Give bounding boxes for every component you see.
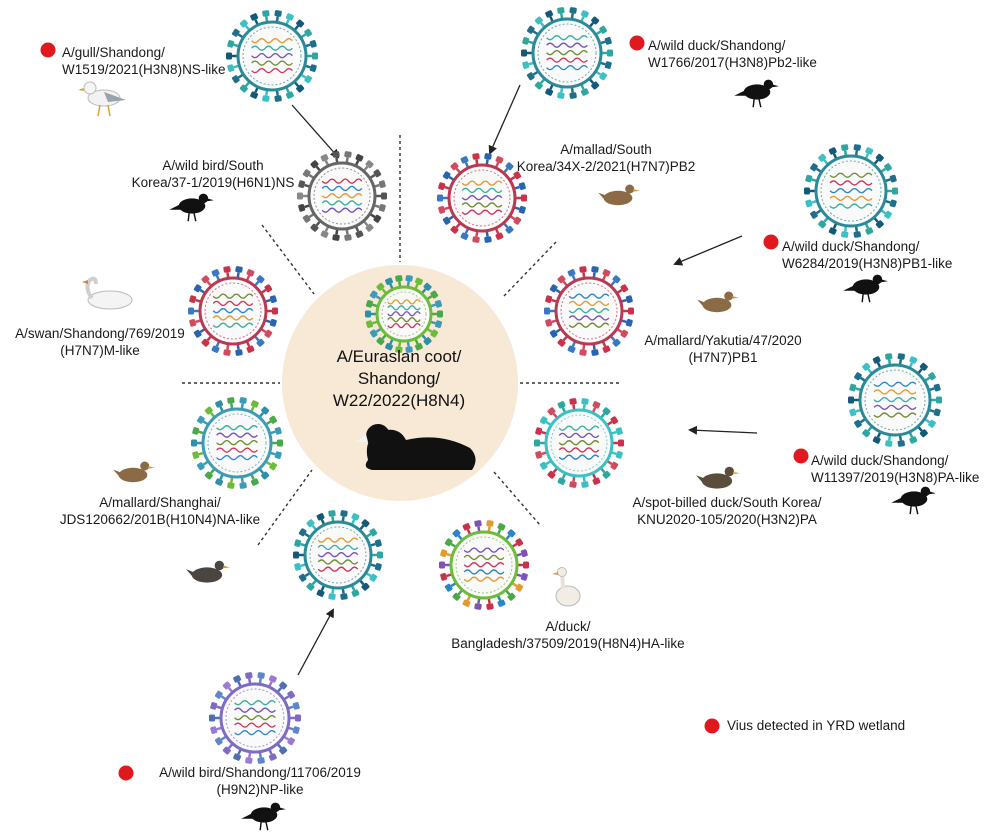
label-line: A/mallad/South: [560, 142, 652, 157]
label-line: A/wild duck/Shandong/: [648, 38, 786, 53]
label-line: W1766/2017(H3N8)Pb2-like: [648, 55, 817, 70]
arrows: [291, 84, 758, 676]
dashed-spokes: [182, 135, 620, 546]
swan-icon: [82, 276, 133, 310]
label-wild-duck-pa: A/wild duck/Shandong/ W11397/2019(H3N8)P…: [811, 452, 979, 486]
label-wild-duck-pb2: A/wild duck/Shandong/ W1766/2017(H3N8)Pb…: [648, 37, 817, 71]
marker-wild-duck-pb1: [763, 234, 779, 250]
virus-wild-bird-np-target: [293, 510, 383, 600]
virus-wild-bird-korea: [297, 151, 387, 241]
eurasian-coot-icon: [356, 424, 476, 470]
virus-wild-duck-pa: [848, 353, 942, 447]
wild-bird-icon-np: [241, 802, 286, 831]
label-line: W1519/2021(H3N8)NS-like: [62, 62, 226, 77]
center-label-line: W22/2022(H8N4): [332, 391, 466, 410]
virus-spot-billed: [534, 398, 624, 488]
marker-wild-duck-pa: [793, 448, 809, 464]
label-line: W11397/2019(H3N8)PA-like: [811, 470, 980, 485]
mallard-duck-icon-shanghai: [113, 461, 155, 483]
label-line: A/spot-billed duck/South Korea/: [632, 495, 822, 510]
arrow-gull: [291, 104, 340, 159]
marker-wild-duck-pb2: [629, 35, 645, 51]
center-label-line: Shandong/: [357, 369, 441, 388]
label-swan: A/swan/Shandong/769/2019 (H7N7)M-like: [0, 325, 200, 359]
label-spot-billed: A/spot-billed duck/South Korea/ KNU2020-…: [612, 494, 842, 528]
virus-mallard-shanghai: [191, 397, 283, 489]
label-line: (H7N7)PB1: [688, 350, 758, 365]
legend-text: Vius detected in YRD wetland: [727, 718, 906, 733]
center-label: A/Euraslan coot/ Shandong/ W22/2022(H8N4…: [318, 346, 480, 412]
center-disc: [282, 265, 518, 501]
label-line: A/gull/Shandong/: [62, 45, 165, 60]
label-line: A/wild bird/South: [162, 158, 264, 173]
virus-wild-bird-np: [209, 672, 301, 764]
spoke-upper-right: [503, 241, 557, 297]
virus-duck-bangladesh: [439, 520, 529, 610]
label-line: A/wild duck/Shandong/: [782, 239, 920, 254]
label-duck-bangladesh: A/duck/ Bangladesh/37509/2019(H8N4)HA-li…: [433, 618, 703, 652]
arrow-wild-bird-np: [297, 608, 334, 676]
label-mallad-korea: A/mallad/South Korea/34X-2/2021(H7N7)PB2: [506, 141, 706, 175]
wild-duck-icon-pb1: [843, 274, 888, 303]
label-line: Bangladesh/37509/2019(H8N4)HA-like: [451, 636, 685, 651]
duck-icon-lower-left: [186, 560, 230, 583]
virus-wild-duck-pb2: [521, 7, 613, 99]
virus-mallad-korea: [437, 153, 527, 243]
label-wild-duck-pb1: A/wild duck/Shandong/ W6284/2019(H3N8)PB…: [782, 238, 952, 272]
virus-wild-duck-pb1: [804, 144, 898, 238]
marker-wild-bird-np: [118, 765, 134, 781]
virus-mallard-yakutia: [544, 266, 634, 356]
virus-gull: [226, 10, 318, 102]
label-wild-bird-korea: A/wild bird/South Korea/37-1/2019(H6N1)N…: [113, 157, 313, 191]
spoke-lower-right: [493, 471, 541, 526]
arrow-wild-duck-pb2: [488, 84, 521, 155]
spot-billed-duck-icon: [696, 466, 740, 489]
label-line: Korea/34X-2/2021(H7N7)PB2: [516, 159, 696, 174]
label-line: JDS120662/201B(H10N4)NA-like: [59, 512, 261, 527]
label-line: A/mallard/Yakutia/47/2020: [644, 333, 802, 348]
label-line: A/mallard/Shanghai/: [99, 495, 221, 510]
marker-gull: [40, 42, 56, 58]
spoke-upper-left: [261, 224, 315, 295]
label-wild-bird-np: A/wild bird/Shandong/11706/2019 (H9N2)NP…: [130, 764, 390, 798]
virus-center: [365, 275, 443, 353]
domestic-duck-icon: [552, 567, 581, 607]
label-line: A/wild duck/Shandong/: [811, 453, 949, 468]
label-mallard-yakutia: A/mallard/Yakutia/47/2020 (H7N7)PB1: [618, 332, 828, 366]
label-mallard-shanghai: A/mallard/Shanghai/ JDS120662/201B(H10N4…: [42, 494, 278, 528]
label-line: W6284/2019(H3N8)PB1-like: [782, 256, 953, 271]
arrow-wild-duck-pb1: [673, 235, 743, 266]
label-line: A/swan/Shandong/769/2019: [15, 326, 185, 341]
label-line: (H9N2)NP-like: [216, 782, 304, 797]
legend-marker: [704, 718, 720, 734]
label-line: KNU2020-105/2020(H3N2)PA: [637, 512, 817, 527]
gull-icon: [78, 81, 126, 117]
mallard-duck-icon-yakutia: [697, 291, 739, 313]
wild-duck-icon-pb2: [734, 79, 779, 108]
wild-duck-icon-pa: [891, 486, 936, 515]
label-gull: A/gull/Shandong/ W1519/2021(H3N8)NS-like: [62, 44, 226, 78]
label-line: A/duck/: [545, 619, 591, 634]
center-label-line: A/Euraslan coot/: [336, 347, 462, 366]
label-line: A/wild bird/Shandong/11706/2019: [159, 765, 361, 780]
virus-swan: [188, 266, 278, 356]
label-line: Korea/37-1/2019(H6N1)NS: [131, 175, 295, 190]
arrow-wild-duck-pa: [688, 425, 758, 435]
label-line: (H7N7)M-like: [60, 343, 140, 358]
wild-bird-icon-korea: [169, 193, 214, 222]
mallad-duck-icon: [598, 184, 640, 206]
